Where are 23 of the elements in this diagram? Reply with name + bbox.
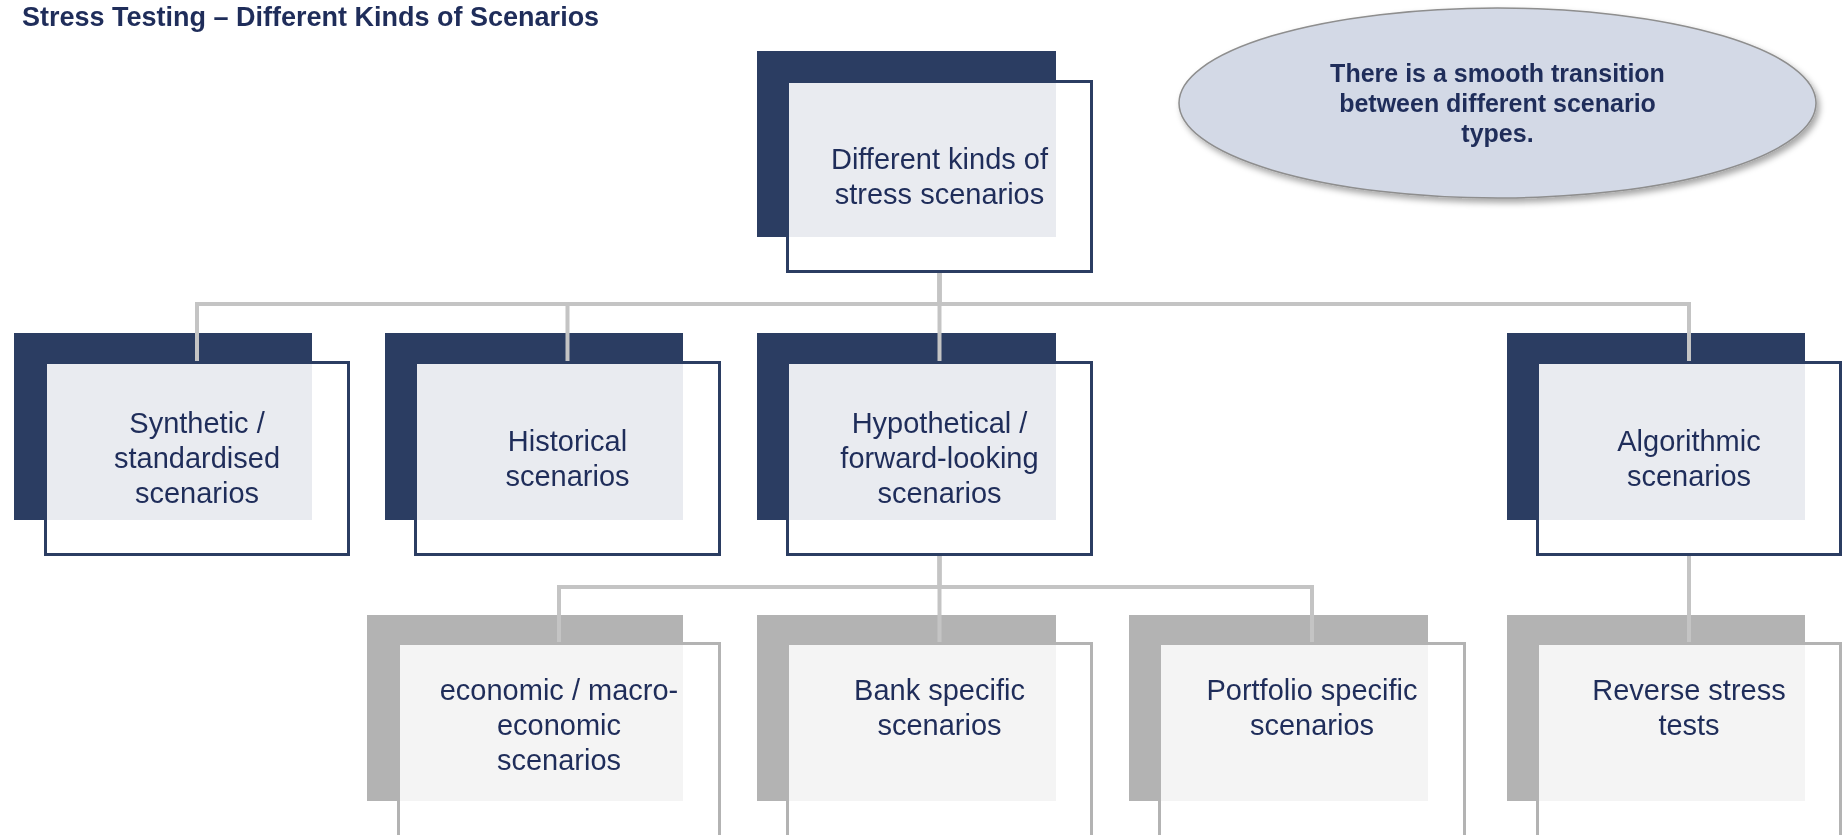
category-box xyxy=(1536,361,1842,556)
category-box xyxy=(1158,642,1466,835)
category-label: Portfolio specific scenarios xyxy=(1205,673,1419,743)
category-label: Different kinds of stress scenarios xyxy=(829,141,1050,212)
category-label: Hypothetical / forward-looking scenarios xyxy=(839,406,1040,511)
note-text: There is a smooth transition between different scenario types. xyxy=(1329,58,1666,148)
category-label: Reverse stress tests xyxy=(1591,673,1787,743)
connector-line xyxy=(937,556,1314,642)
category-box xyxy=(786,642,1093,835)
category-label: economic / macro-economic scenarios xyxy=(438,673,680,778)
category-box xyxy=(397,642,721,835)
category-box xyxy=(1536,642,1842,835)
note-ellipse xyxy=(1175,4,1820,202)
connector-line xyxy=(1687,556,1691,642)
category-label: Historical scenarios xyxy=(504,423,631,494)
category-label: Bank specific scenarios xyxy=(853,673,1026,743)
category-label: Algorithmic scenarios xyxy=(1616,423,1762,494)
category-box xyxy=(786,80,1093,273)
category-label: Synthetic / standardised scenarios xyxy=(112,406,282,511)
title: Stress Testing – Different Kinds of Scenarios xyxy=(22,2,600,33)
category-box xyxy=(44,361,350,556)
category-box xyxy=(414,361,721,556)
category-box xyxy=(786,361,1093,556)
